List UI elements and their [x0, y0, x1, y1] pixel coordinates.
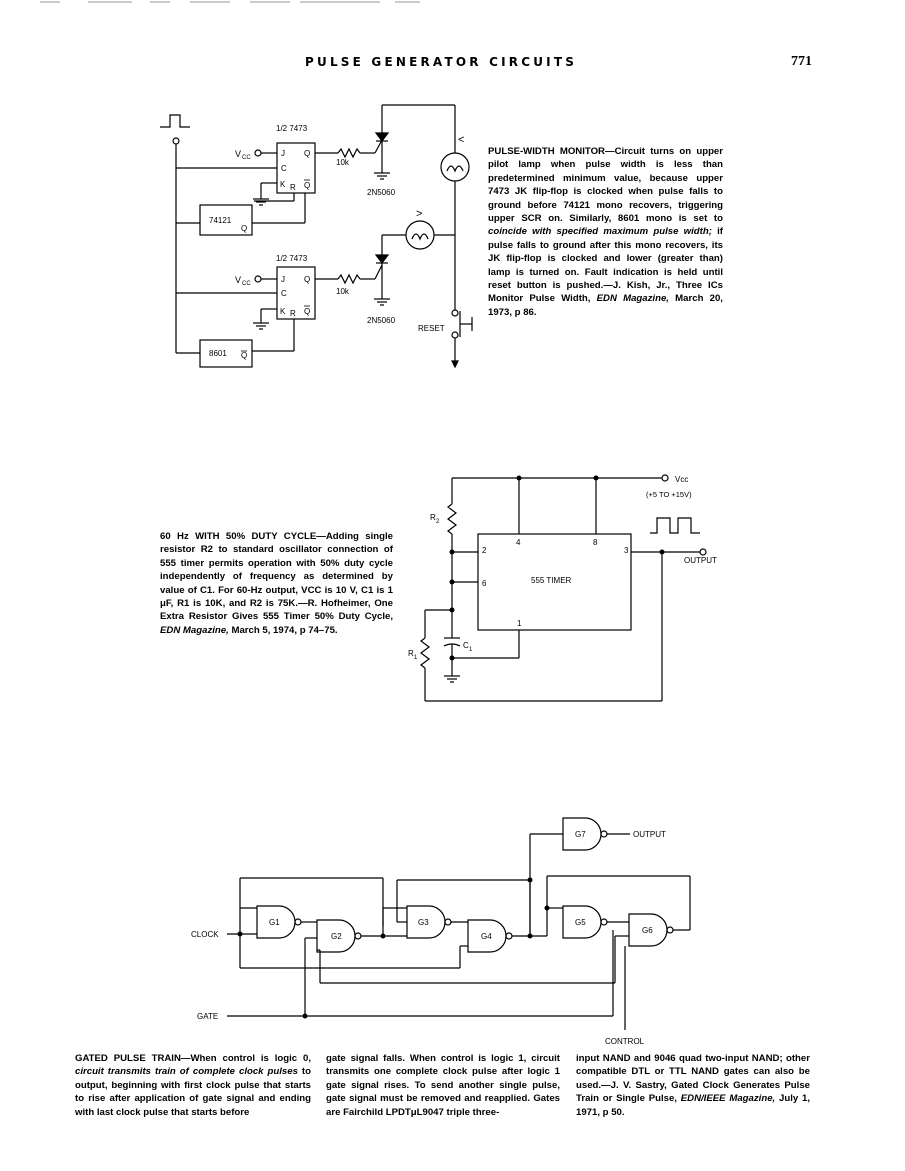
- svg-text:2N5060: 2N5060: [367, 188, 396, 197]
- svg-text:3: 3: [624, 546, 629, 555]
- input-pulse-symbol: [160, 114, 190, 128]
- svg-text:R: R: [430, 513, 436, 522]
- svg-text:Q: Q: [304, 149, 310, 158]
- pulse-width-monitor-schematic: 1/2 7473 1/2 7473 V CC V CC J Q C K R Q …: [160, 104, 473, 369]
- caption-gated-pulse-col2: gate signal falls. When control is logic…: [326, 1053, 560, 1118]
- svg-text:G4: G4: [481, 932, 492, 941]
- svg-text:K: K: [280, 180, 286, 189]
- svg-text:6: 6: [482, 579, 487, 588]
- pilot-lamp-upper: [440, 152, 470, 182]
- svg-text:8601: 8601: [209, 349, 227, 358]
- svg-text:G5: G5: [575, 918, 586, 927]
- caption-pulse-width-monitor: PULSE-WIDTH MONITOR—Circuit turns on upp…: [488, 146, 723, 318]
- clock-label: CLOCK: [191, 930, 219, 939]
- svg-text:C: C: [463, 641, 469, 650]
- svg-text:V: V: [235, 149, 241, 159]
- timer-label: 555 TIMER: [531, 576, 572, 585]
- ic-label-upper: 1/2 7473: [276, 124, 308, 133]
- pilot-lamp-lower: [405, 220, 435, 250]
- svg-text:1: 1: [469, 647, 473, 653]
- output-pulse-symbol: [650, 517, 700, 534]
- svg-text:G7: G7: [575, 830, 586, 839]
- svg-text:R: R: [408, 649, 414, 658]
- mono-74121: [199, 204, 253, 236]
- output-label: OUTPUT: [633, 830, 666, 839]
- svg-text:V: V: [235, 275, 241, 285]
- svg-text:G1: G1: [269, 918, 280, 927]
- svg-text:Q: Q: [241, 224, 247, 233]
- svg-text:10k: 10k: [336, 158, 350, 167]
- svg-text:C: C: [281, 164, 287, 173]
- caption-555-timer: 60 Hz WITH 50% DUTY CYCLE—Adding single …: [160, 531, 393, 636]
- svg-text:R: R: [290, 309, 296, 318]
- svg-text:J: J: [281, 275, 285, 284]
- svg-text:Vcc: Vcc: [675, 475, 688, 484]
- svg-text:CC: CC: [242, 155, 251, 161]
- svg-text:G2: G2: [331, 932, 342, 941]
- page-title: PULSE GENERATOR CIRCUITS: [305, 55, 578, 69]
- svg-text:>: >: [416, 208, 422, 220]
- page-number: 771: [791, 54, 812, 69]
- svg-text:(+5 TO +15V): (+5 TO +15V): [646, 490, 692, 499]
- caption-gated-pulse-col3: input NAND and 9046 quad two-input NAND;…: [576, 1053, 810, 1118]
- svg-text:<: <: [458, 134, 464, 146]
- gated-pulse-train-schematic: G1 G2 G3 G4 G5 G6 G7 OUTPUT CLOCK GATE C…: [191, 817, 691, 1046]
- svg-text:74121: 74121: [209, 216, 232, 225]
- scan-edge-marks: [40, 1, 420, 3]
- svg-text:Q: Q: [304, 307, 310, 316]
- svg-text:RESET: RESET: [418, 324, 445, 333]
- svg-text:CC: CC: [242, 281, 251, 287]
- page-header: PULSE GENERATOR CIRCUITS 771: [0, 54, 905, 75]
- svg-text:K: K: [280, 307, 286, 316]
- svg-text:8: 8: [593, 538, 598, 547]
- svg-text:R: R: [290, 183, 296, 192]
- svg-text:1: 1: [414, 655, 418, 661]
- gate-label: GATE: [197, 1012, 218, 1021]
- svg-text:Q: Q: [304, 275, 310, 284]
- svg-text:2: 2: [482, 546, 487, 555]
- caption-gated-pulse-col1: GATED PULSE TRAIN—When control is logic …: [75, 1053, 311, 1118]
- svg-text:Q: Q: [304, 181, 310, 190]
- svg-text:10k: 10k: [336, 287, 350, 296]
- svg-text:C: C: [281, 289, 287, 298]
- svg-text:G3: G3: [418, 918, 429, 927]
- svg-text:2: 2: [436, 519, 440, 525]
- svg-text:1: 1: [517, 619, 522, 628]
- svg-text:J: J: [281, 149, 285, 158]
- 555-timer-schematic: Vcc (+5 TO +15V) R 2 R 1 C 1 555 TIMER 2…: [408, 474, 717, 702]
- svg-text:OUTPUT: OUTPUT: [684, 556, 717, 565]
- svg-text:G6: G6: [642, 926, 653, 935]
- svg-text:2N5060: 2N5060: [367, 316, 396, 325]
- svg-text:4: 4: [516, 538, 521, 547]
- control-label: CONTROL: [605, 1037, 645, 1046]
- svg-text:Q: Q: [241, 351, 247, 360]
- ic-label-lower: 1/2 7473: [276, 254, 308, 263]
